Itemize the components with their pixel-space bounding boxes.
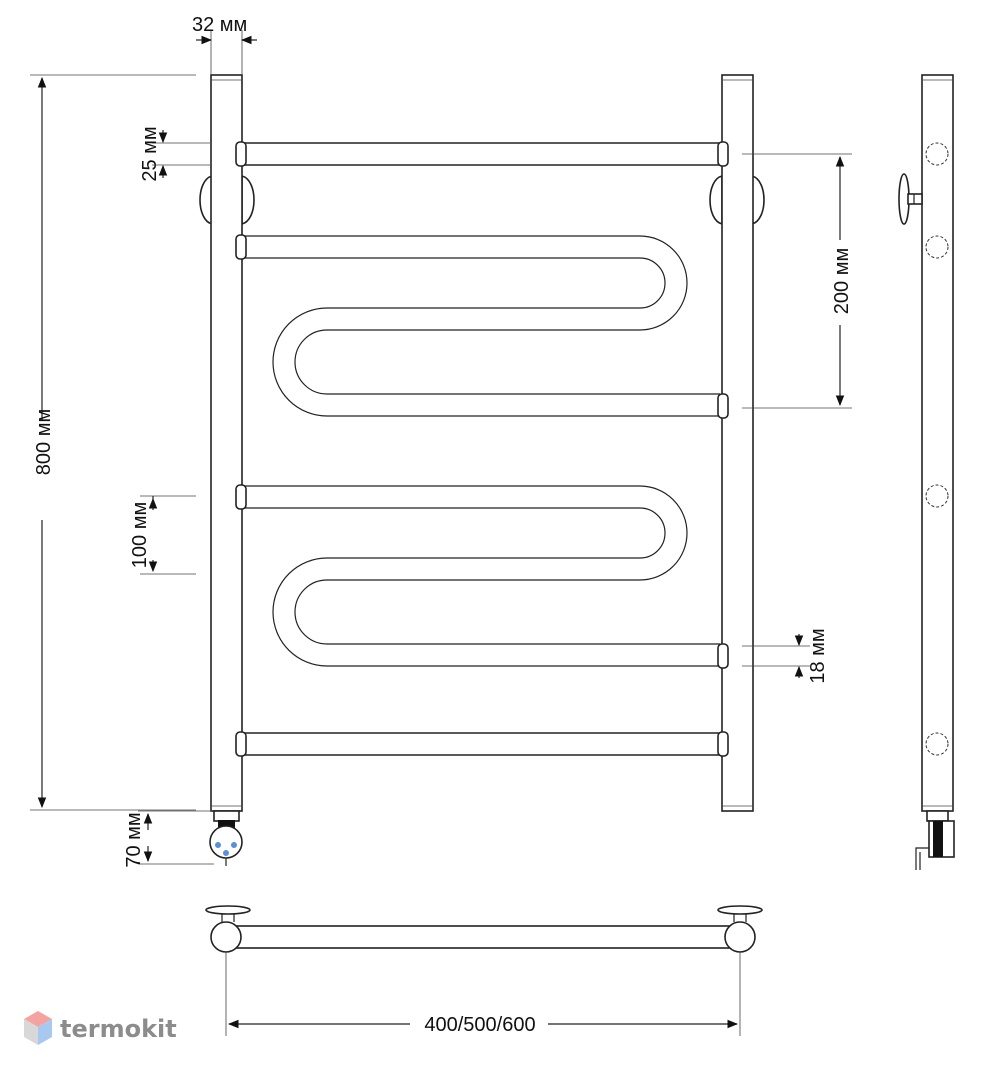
dim-200mm-label: 200 мм bbox=[831, 248, 853, 314]
dim-width-label: 400/500/600 bbox=[424, 1014, 535, 1036]
brand-logo: termokit bbox=[24, 1011, 177, 1045]
dim-25mm: 25 мм bbox=[139, 126, 210, 182]
right-wall-bracket bbox=[709, 174, 723, 226]
brand-logo-text: termokit bbox=[60, 1015, 177, 1043]
top-straight-bar bbox=[235, 141, 729, 167]
top-view-right-bracket bbox=[717, 905, 763, 953]
dim-200mm: 200 мм bbox=[742, 153, 853, 409]
dim-70mm: 70 мм bbox=[123, 810, 214, 868]
side-view bbox=[898, 74, 955, 870]
brand-logo-icon bbox=[24, 1011, 52, 1045]
dim-800mm-label: 800 мм bbox=[33, 409, 55, 475]
left-wall-bracket bbox=[199, 174, 213, 226]
top-view bbox=[205, 905, 763, 953]
side-bar-ports bbox=[925, 142, 949, 756]
dim-25mm-label: 25 мм bbox=[139, 126, 161, 181]
dim-32mm-label: 32 мм bbox=[192, 14, 247, 36]
dim-100mm-label: 100 мм bbox=[129, 502, 151, 568]
side-heating-element bbox=[915, 810, 955, 870]
bottom-straight-bar bbox=[235, 731, 729, 757]
dim-32mm: 32 мм bbox=[192, 14, 257, 75]
dim-width: 400/500/600 bbox=[225, 952, 741, 1036]
top-view-bar bbox=[225, 925, 741, 949]
top-view-left-bracket bbox=[205, 905, 251, 953]
heating-element-connector bbox=[209, 810, 243, 866]
dim-100mm: 100 мм bbox=[129, 495, 196, 575]
side-wall-bracket bbox=[898, 173, 923, 225]
upper-serpentine-tube bbox=[235, 234, 729, 419]
left-wall-bracket-outer bbox=[241, 174, 255, 226]
dim-800mm: 800 мм bbox=[30, 74, 196, 811]
dim-70mm-label: 70 мм bbox=[123, 812, 145, 867]
dim-18mm-label: 18 мм bbox=[807, 628, 829, 683]
dim-18mm: 18 мм bbox=[742, 628, 829, 684]
lower-serpentine-tube bbox=[235, 484, 729, 669]
front-view bbox=[199, 74, 765, 866]
right-vertical-pipe bbox=[721, 74, 754, 812]
left-vertical-pipe bbox=[210, 74, 243, 812]
side-vertical-pipe bbox=[921, 74, 954, 812]
